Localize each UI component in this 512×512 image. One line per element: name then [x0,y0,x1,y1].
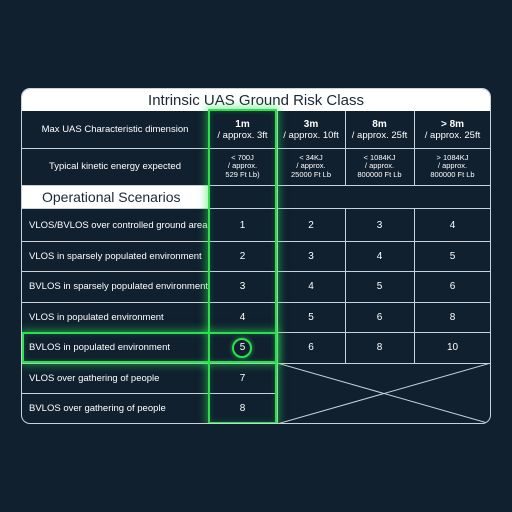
energy-cell-3m: < 34KJ / approx. 25000 Ft Lb [277,148,345,185]
grc-cell: 6 [308,342,314,353]
column-size: 8m [372,118,387,130]
grc-cell: 3 [376,220,383,231]
grid-line [22,241,490,242]
energy-line: < 1084KJ [363,152,396,162]
grc-cell: 8 [449,311,456,323]
grid-line [22,148,490,149]
grc-cell: 5 [449,250,456,262]
row-label: VLOS over gathering of people [29,372,160,384]
grid-line [22,332,490,333]
column-approx: / approx. 25ft [351,129,408,141]
grc-cell: 4 [239,311,246,323]
grc-cell: 5 [376,281,383,292]
grc-cell: 8 [239,403,246,414]
grid-line [208,111,209,423]
row-label: BVLOS over gathering of people [29,403,166,414]
row-label: BVLOS in sparsely populated environment [29,281,209,292]
grid-line [277,111,278,423]
row-label: VLOS in sparsely populated environment [29,250,202,262]
energy-line: 25000 Ft Lb [290,169,332,179]
selected-grc-circle [232,338,252,358]
grc-cell: 6 [376,311,383,323]
column-size: > 8m [440,118,465,130]
risk-class-table: Intrinsic UAS Ground Risk Class Max UAS … [21,88,491,424]
energy-label: Typical kinetic energy expected [48,161,182,172]
grc-cell: 3 [308,250,314,262]
grid-line [414,208,415,363]
grid-line [22,271,490,272]
grid-line [414,111,415,185]
energy-line: 800000 Ft Lb [430,169,475,179]
grid-line [22,393,277,394]
grc-cell: 5 [308,311,314,323]
grc-cell: 4 [376,250,383,262]
energy-line: / approx. [296,161,326,171]
column-size: 1m [235,118,250,130]
column-header-3m: 3m / approx. 10ft [277,111,345,148]
energy-line: / approx. [364,161,395,171]
grc-cell: 2 [239,250,246,262]
column-size: 3m [303,118,319,130]
energy-line: 800000 Ft Lb [357,169,402,179]
grc-cell: 1 [239,220,246,231]
grid-line [22,185,490,186]
grid-line [22,363,490,364]
not-applicable-cross [277,363,490,423]
column-approx: / approx. 10ft [283,129,339,141]
energy-line: / approx. [227,161,258,171]
row-label: VLOS/BVLOS over controlled ground area [29,220,208,231]
grid-line [345,208,346,363]
column-header-over-8m: > 8m / approx. 25ft [414,111,490,148]
grc-cell: 10 [446,342,459,353]
column-header-8m: 8m / approx. 25ft [345,111,414,148]
grid-line [22,208,490,209]
grid-line [345,111,346,185]
grc-cell: 4 [449,220,456,231]
energy-cell-8m: < 1084KJ / approx. 800000 Ft Lb [345,148,414,185]
grc-cell: 7 [239,372,246,384]
grc-cell: 8 [376,342,383,353]
energy-cell-1m: < 700J / approx. 529 Ft Lb) [208,148,277,185]
row-label: VLOS in populated environment [29,311,164,323]
dimension-label: Max UAS Characteristic dimension [41,124,189,135]
energy-line: < 34KJ [299,152,323,162]
column-approx: / approx. 3ft [217,129,268,141]
energy-line: > 1084KJ [436,152,469,162]
energy-line: 529 Ft Lb) [225,169,260,179]
energy-line: < 700J [231,152,254,162]
grc-cell: 6 [449,281,456,292]
table-title: Intrinsic UAS Ground Risk Class [22,89,490,111]
column-approx: / approx. 25ft [424,129,481,141]
energy-cell-over-8m: > 1084KJ / approx. 800000 Ft Lb [414,148,490,185]
column-header-1m: 1m / approx. 3ft [208,111,277,148]
grc-cell: 2 [308,220,314,231]
grc-cell: 3 [239,281,246,292]
row-label: BVLOS in populated environment [29,342,171,353]
grid-line [22,302,490,303]
energy-line: / approx. [437,161,468,171]
grc-cell: 4 [308,281,314,292]
section-title: Operational Scenarios [22,185,208,208]
